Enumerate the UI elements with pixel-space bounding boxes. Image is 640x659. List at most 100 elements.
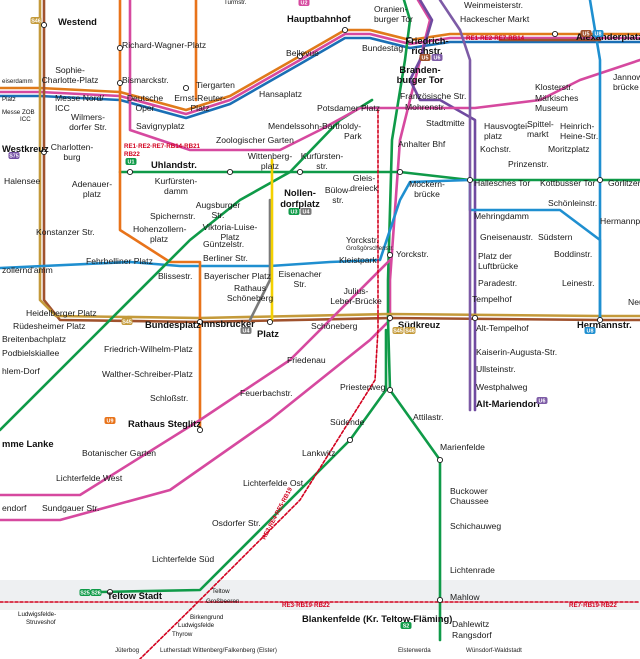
station-label: Branden- [399,64,440,75]
line-badge: U6 [431,54,443,62]
line-badge-label: U8 [587,329,594,335]
regional-line-label: RE1·RE2·RE7·RB14 [466,35,525,42]
station-label: Kurfürsten- [155,176,198,186]
station-label: Rangsdorf [452,630,492,640]
line-badge: S46 [404,327,416,335]
line-badge-bg [288,208,300,215]
station-stop [116,79,124,87]
line-badge: U1 [125,158,137,166]
regional-line-label: RE3·RE4·RE5·RB19 [261,486,295,541]
station-label: endorf [2,503,27,513]
station-label: dorfer Str. [69,122,107,132]
line-badge-label: U3 [291,210,298,216]
station-label: Schöneberg [311,321,358,331]
line-badge: S25 [79,589,91,597]
station-label: Friedrich-Wilhelm-Platz [104,344,193,354]
station-label: Oper [135,103,154,113]
station-label: platz [484,131,502,141]
station-label: Lichtenrade [450,565,495,575]
line-badge-bg [125,158,137,165]
station-label: Jannowitz- [613,72,640,82]
station-stop [116,44,124,52]
line-u6 [438,0,472,412]
station-label: mme Lanke [2,438,54,449]
line-badge-label: U6 [539,399,546,405]
station-stop [196,318,204,326]
station-stop [266,318,274,326]
station-label: Alexanderplatz [576,31,640,42]
station-label: Leber-Brücke [330,296,382,306]
station-label: Südstern [538,232,573,242]
station-stop [296,52,304,60]
station-label: burger Tor [374,14,413,24]
line-badge-label: U1 [128,160,135,166]
station-label: Märkisches [535,93,578,103]
line-badge-bg [580,30,592,37]
station-label: Kleistpark [339,255,377,265]
station-label: Friedrich- [405,35,448,46]
station-label: Hauptbahnhof [287,13,351,24]
small-label: Thyrow [172,631,193,638]
small-label: Großbeeren [206,598,240,605]
station-label: Kaiserin-Augusta-Str. [476,347,557,357]
line-badge-bg [592,30,604,37]
station-label: Eisenacher [279,269,322,279]
station-label: Jüterbog [115,647,140,654]
line-badge: S26 [90,589,102,597]
station-label: Schöneberg [227,293,274,303]
line-badge-bg [536,397,548,404]
station-label: Chaussee [450,496,489,506]
regional-line-label: RE7·RB19·RB22 [569,602,617,609]
station-stop [182,84,190,92]
station-label: Klosterstr. [535,82,573,92]
station-label: ICC [55,103,70,113]
station-label: Güntzelstr. [203,239,244,249]
station-label: brücke [414,189,440,199]
station-label: Adenauer- [72,179,112,189]
station-label: Platz der [478,251,512,261]
station-label: Mahlow [450,592,480,602]
station-label: Westkreuz [2,143,49,154]
station-label: Hohenzollern- [133,224,187,234]
station-label: damm [164,186,188,196]
regional-line-label: RB22 [124,151,140,158]
station-label: Südende [330,417,365,427]
small-label: ICC [20,116,31,123]
line-badge-label: U4 [303,210,310,216]
station-label: Bundesplatz [145,319,201,330]
station-label: Feuerbachstr. [240,388,293,398]
line-badge: U4 [240,327,252,335]
line-badge: S46 [30,17,42,25]
station-label: Mohrenstr. [405,102,446,112]
station-label: Augsburger [196,200,241,210]
line-badge: S45 [121,318,133,326]
line-u8 [588,0,602,322]
line-badge-label: S46 [405,329,415,335]
station-label: Priesterweg [340,382,386,392]
station-label: Savignyplatz [136,121,185,131]
station-label: Schichauweg [450,521,501,531]
station-stop [386,386,394,394]
station-label: Hermannstr. [577,319,632,330]
station-label: Großgörschenstr. [346,245,394,252]
station-label: Lichterfelde Süd [152,554,214,564]
station-label: Heinrich- [560,121,595,131]
small-label: Ludwigsfelde- [18,611,56,618]
station-label: Alt-Mariendorf [476,398,541,409]
line-badge-label: S25 [80,591,90,597]
small-label: Messe ZOB [2,109,35,116]
station-label: Schloßstr. [150,393,188,403]
station-label: Bismarckstr. [122,75,169,85]
station-label: Yorckstr. [396,249,429,259]
station-stop [436,596,444,604]
station-stop [226,168,234,176]
station-label: Friedenau [287,355,326,365]
station-label: Charlotten- [51,142,94,152]
station-label: Hallesches Tor [474,178,530,188]
station-label: Luftbrücke [478,261,518,271]
station-label: platz [83,189,101,199]
line-badge-label: S75 [9,154,19,160]
station-label: Teltow Stadt [107,590,162,601]
regional-line-label: RE1·RE2·RE7·RB14·RB21 [124,143,201,150]
line-badge-bg [298,0,310,6]
